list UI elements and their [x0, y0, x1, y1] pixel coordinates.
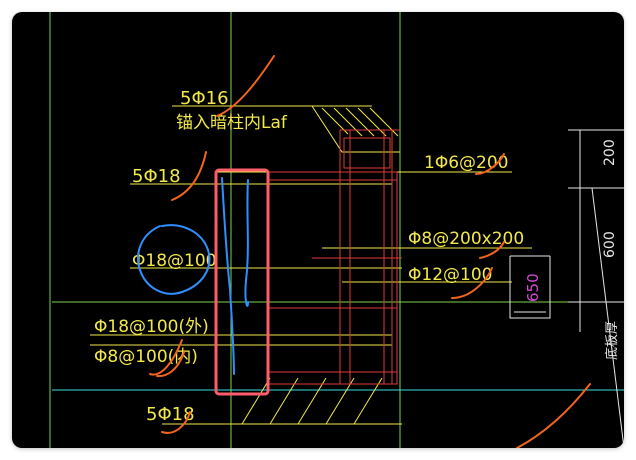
grid-lines [49, 12, 624, 448]
rebar-labels: 5Φ16 锚入暗柱内Laf 5Φ18 1Φ6@200 Φ8@200x200 Φ1… [94, 88, 524, 425]
cad-drawing: 650 200 600 底板厚 5Φ16 锚入暗柱内Laf 5Φ18 1Φ6@2… [49, 12, 624, 448]
label-anchor-laf: 锚入暗柱内Laf [176, 113, 288, 133]
cad-viewport: 650 200 600 底板厚 5Φ16 锚入暗柱内Laf 5Φ18 1Φ6@2… [12, 12, 624, 448]
side-annotation: 底板厚 [604, 321, 620, 360]
dimension-200: 200 [602, 139, 618, 166]
label-phi8-100-inner: Φ8@100(内) [94, 347, 198, 367]
section-outline [266, 129, 402, 385]
dimension-600: 600 [602, 231, 618, 258]
label-5phi16: 5Φ16 [180, 88, 229, 109]
dimension-column [568, 129, 624, 448]
label-phi18-100-outer: Φ18@100(外) [94, 317, 209, 337]
label-1phi6-200: 1Φ6@200 [424, 153, 508, 173]
highlight-box [214, 168, 270, 396]
label-5phi18-bottom: 5Φ18 [146, 404, 195, 425]
label-phi12-100: Φ12@100 [408, 265, 492, 285]
dimension-650: 650 [524, 273, 542, 302]
label-5phi18-top: 5Φ18 [132, 166, 181, 187]
label-phi18-100: Φ18@100 [132, 251, 216, 271]
dimension-box [509, 255, 551, 319]
markup-check-marks [149, 55, 591, 448]
label-phi8-200x200: Φ8@200x200 [408, 229, 524, 249]
markup-blue-annotations [137, 177, 249, 375]
